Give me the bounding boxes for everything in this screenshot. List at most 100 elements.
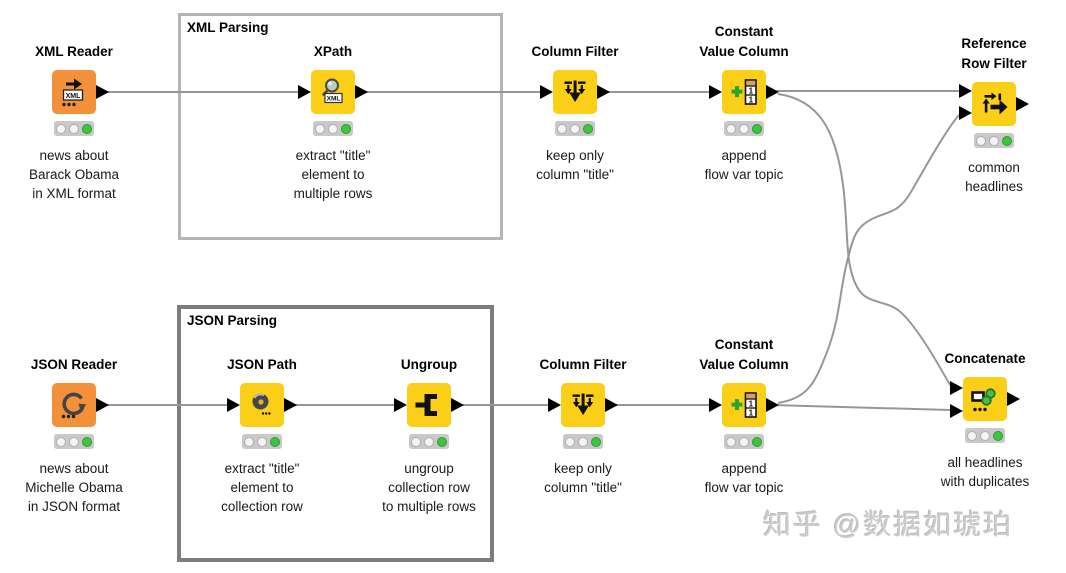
annotation-xml-parsing[interactable]: XML Parsing (178, 13, 503, 240)
node-caption: news about Michelle Obama in JSON format (25, 461, 123, 514)
row-filter-arrow-icon (982, 92, 1008, 115)
node-body[interactable] (963, 377, 1007, 421)
node-title: Reference Row Filter (961, 36, 1027, 71)
node-title: Column Filter (539, 357, 627, 372)
node-body[interactable]: XML (311, 70, 355, 114)
svg-text:XML: XML (327, 96, 341, 103)
status-traffic-light (54, 434, 94, 449)
plus-table-column-icon: 1 1 (731, 79, 757, 105)
status-traffic-light (724, 121, 764, 136)
node-caption: extract "title" element to multiple rows (293, 148, 373, 201)
node-constant-value-column-bottom[interactable]: Constant Value Column 1 1 append flow va… (699, 337, 788, 495)
connection-wire[interactable] (771, 404, 951, 411)
node-xml-reader[interactable]: XML Reader XML news about Barack Obama i… (29, 44, 119, 201)
node-body[interactable] (52, 383, 96, 427)
node-body[interactable]: XML (52, 70, 96, 114)
node-title: JSON Reader (30, 357, 118, 372)
status-green-light (1002, 135, 1012, 146)
node-caption: extract "title" element to collection ro… (221, 461, 303, 514)
input-port[interactable] (950, 404, 963, 418)
status-green-light (993, 430, 1003, 441)
node-caption: append flow var topic (704, 148, 784, 182)
status-traffic-light (555, 121, 595, 136)
node-title: JSON Path (227, 357, 297, 372)
column-filter-arrows-icon (564, 80, 586, 102)
node-caption: news about Barack Obama in XML format (28, 148, 120, 201)
connection-wire-cross-up[interactable] (777, 114, 960, 404)
svg-text:1: 1 (749, 87, 754, 96)
node-title: XPath (313, 44, 353, 59)
node-ungroup[interactable]: Ungroup ungroup collection row to multip… (382, 357, 476, 514)
node-json-path[interactable]: JSON Path extract "title" element to col… (221, 357, 303, 514)
svg-text:1: 1 (749, 96, 754, 105)
ungroup-bracket-icon (415, 394, 437, 416)
column-filter-arrows-icon (572, 393, 594, 415)
node-body[interactable] (407, 383, 451, 427)
node-body[interactable] (561, 383, 605, 427)
output-port[interactable] (1016, 97, 1029, 111)
input-port[interactable] (959, 106, 972, 120)
zhihu-watermark: 知乎 @数据如琥珀 (763, 509, 1014, 540)
output-port[interactable] (766, 398, 779, 412)
node-caption: append flow var topic (704, 461, 784, 495)
node-body[interactable] (972, 82, 1016, 126)
node-title: Constant Value Column (699, 337, 789, 372)
status-green-light (437, 436, 447, 447)
node-title: Constant Value Column (699, 24, 789, 59)
node-caption: all headlines with duplicates (940, 455, 1030, 489)
output-port[interactable] (766, 85, 779, 99)
node-constant-value-column-top[interactable]: Constant Value Column 1 1 append flow va… (699, 24, 788, 182)
status-traffic-light (965, 428, 1005, 443)
node-caption: common headlines (965, 160, 1023, 194)
status-traffic-light (974, 133, 1014, 148)
input-port[interactable] (548, 398, 561, 412)
output-port[interactable] (96, 85, 109, 99)
json-curved-arrow-icon (61, 392, 87, 419)
annotation-label: XML Parsing (187, 20, 269, 35)
svg-text:1: 1 (749, 409, 754, 418)
node-body[interactable]: 1 1 (722, 70, 766, 114)
node-column-filter-top[interactable]: Column Filter keep only column (532, 44, 619, 182)
status-green-light (583, 123, 593, 134)
status-traffic-light (563, 434, 603, 449)
node-caption: keep only column "title" (536, 148, 614, 182)
input-port[interactable] (959, 84, 972, 98)
json-sphere-icon (252, 393, 271, 415)
xml-file-arrow-icon: XML (62, 78, 84, 107)
node-xpath[interactable]: XPath XML extract "title" element to mul… (294, 44, 373, 201)
status-green-light (82, 436, 92, 447)
output-port[interactable] (96, 398, 109, 412)
output-port[interactable] (605, 398, 618, 412)
input-port[interactable] (540, 85, 553, 99)
node-title: Concatenate (944, 351, 1026, 366)
annotation-json-parsing[interactable]: JSON Parsing (177, 305, 494, 562)
node-concatenate[interactable]: Concatenate all headlines with duplicate… (941, 351, 1030, 489)
status-green-light (752, 123, 762, 134)
node-caption: keep only column "title" (544, 461, 622, 495)
svg-text:1: 1 (749, 400, 754, 409)
node-reference-row-filter[interactable]: Reference Row Filter common headline (961, 36, 1026, 194)
node-body[interactable] (240, 383, 284, 427)
magnifier-xml-icon: XML (322, 78, 343, 104)
chain-link-icon (971, 388, 996, 412)
svg-text:XML: XML (66, 93, 82, 100)
input-port[interactable] (709, 398, 722, 412)
node-title: XML Reader (35, 44, 113, 59)
connection-wire-cross-down[interactable] (777, 93, 951, 386)
node-body[interactable]: 1 1 (722, 383, 766, 427)
status-green-light (752, 436, 762, 447)
status-traffic-light (724, 434, 764, 449)
output-port[interactable] (597, 85, 610, 99)
status-green-light (341, 123, 351, 134)
status-traffic-light (54, 121, 94, 136)
input-port[interactable] (709, 85, 722, 99)
node-body[interactable] (553, 70, 597, 114)
node-column-filter-bottom[interactable]: Column Filter keep only column (540, 357, 627, 495)
annotation-label: JSON Parsing (187, 313, 278, 328)
input-port[interactable] (950, 381, 963, 395)
node-title: Column Filter (531, 44, 619, 59)
output-port[interactable] (1007, 392, 1020, 406)
node-json-reader[interactable]: JSON Reader news about Michelle Obama in… (25, 357, 123, 514)
